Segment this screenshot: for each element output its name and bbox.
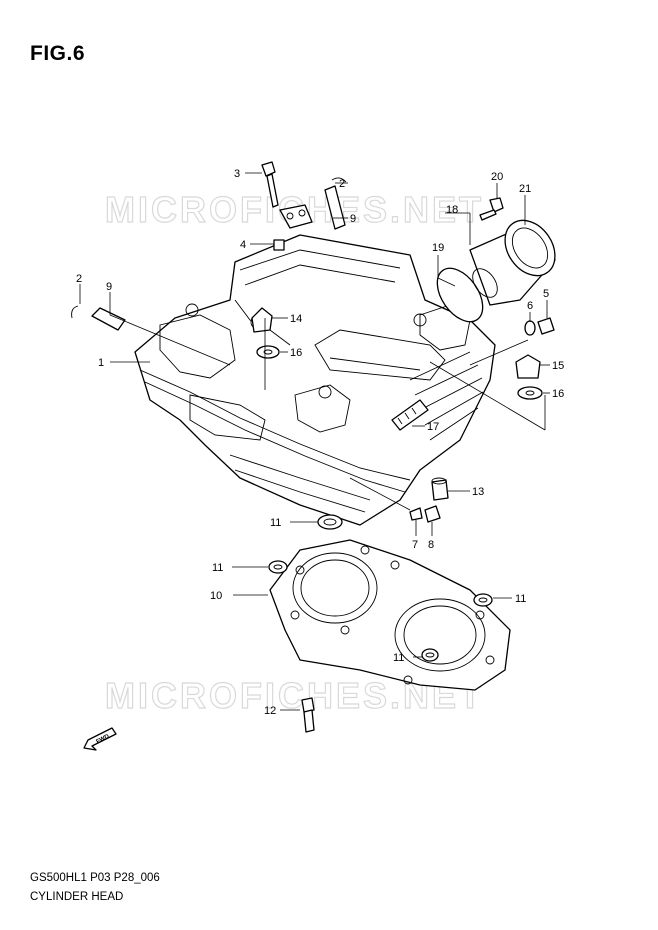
callout-3: 3 — [234, 168, 240, 180]
callout-12: 12 — [264, 705, 276, 717]
callout-14: 14 — [290, 313, 302, 325]
cylinder-head-body — [134, 234, 496, 526]
dowel-pin-9-left — [91, 307, 126, 331]
callout-19: 19 — [432, 242, 444, 254]
dowel-ring-11-right — [473, 593, 493, 607]
spark-plug — [391, 399, 429, 431]
callout-11-left: 11 — [212, 562, 223, 574]
callout-9-left: 9 — [106, 281, 112, 293]
clip-2-top — [331, 177, 347, 183]
callout-17: 17 — [427, 421, 439, 433]
bolt-5 — [537, 317, 555, 335]
footer-diagram-name: CYLINDER HEAD — [30, 891, 124, 903]
callout-4: 4 — [240, 239, 246, 251]
callout-11-upper: 11 — [270, 517, 281, 529]
clip-2-left — [71, 305, 79, 319]
camshaft-holder — [279, 204, 313, 229]
callout-1: 1 — [98, 357, 104, 369]
washer-16-left — [256, 345, 280, 359]
callout-7: 7 — [412, 539, 418, 551]
callout-2-top: 2 — [339, 178, 345, 190]
callout-2-left: 2 — [76, 273, 82, 285]
callout-15: 15 — [552, 360, 564, 372]
bolt-20 — [479, 197, 504, 221]
figure-title: FIG.6 — [30, 42, 86, 65]
callout-18: 18 — [446, 204, 458, 216]
plug-13 — [431, 477, 449, 501]
callout-9-top: 9 — [350, 213, 356, 225]
callout-16-left: 16 — [290, 347, 302, 359]
dowel-ring-11-left — [268, 560, 288, 574]
callout-5: 5 — [543, 288, 549, 300]
callout-20: 20 — [491, 171, 503, 183]
callout-13: 13 — [472, 486, 484, 498]
callout-11-center: 11 — [393, 652, 404, 664]
callout-labels: 3 2 9 4 2 9 1 14 16 20 21 18 19 6 5 15 1… — [76, 168, 564, 717]
cylinder-head-gasket — [269, 539, 511, 691]
cap-4 — [273, 239, 285, 251]
callout-10: 10 — [210, 590, 222, 602]
bolt-7 — [409, 507, 423, 521]
leader-lines — [79, 172, 550, 711]
callout-11-right: 11 — [515, 593, 526, 605]
bolt-3 — [261, 161, 279, 208]
forward-arrow-icon: FWD — [83, 727, 117, 751]
callout-16-right: 16 — [552, 388, 564, 400]
callout-6: 6 — [527, 300, 533, 312]
bolt-12 — [301, 697, 315, 733]
dowel-ring-11-upper — [317, 514, 343, 530]
dowel-ring-11-center — [421, 648, 439, 662]
bolt-8 — [424, 505, 441, 523]
cap-nut-14 — [251, 307, 273, 333]
washer-16-right — [517, 386, 543, 400]
callout-21: 21 — [519, 183, 531, 195]
footer-diagram-code: GS500HL1 P03 P28_006 — [30, 872, 160, 884]
cap-nut-15 — [515, 354, 541, 379]
callout-8: 8 — [428, 539, 434, 551]
intake-pipe-assembly — [436, 219, 556, 323]
washer-6 — [524, 320, 536, 336]
